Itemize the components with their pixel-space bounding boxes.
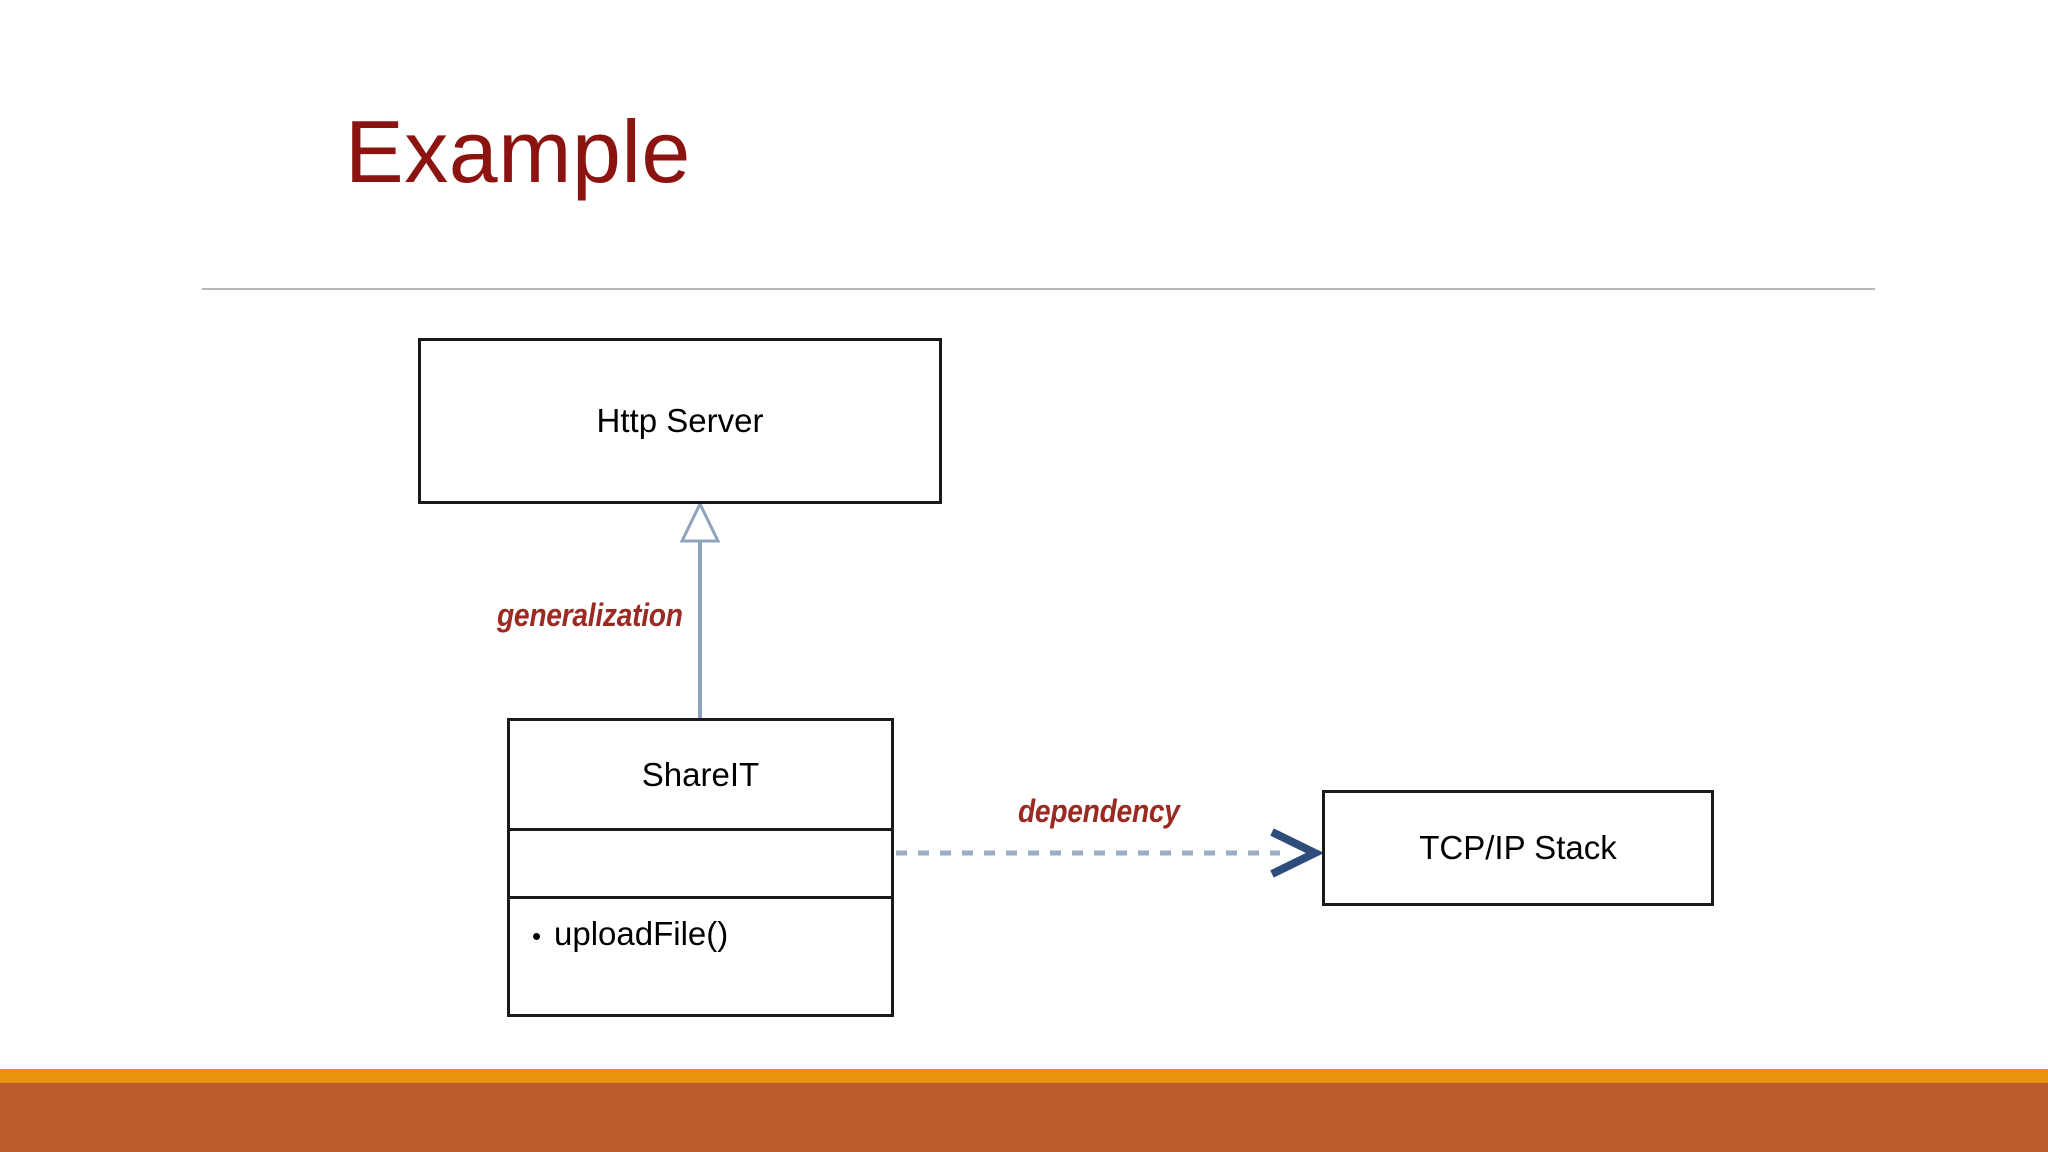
footer-accent-bar <box>0 1069 2048 1083</box>
class-operations-compartment: • uploadFile() <box>510 896 891 1014</box>
footer-bar <box>0 1083 2048 1152</box>
operation-label: uploadFile() <box>554 915 729 952</box>
generalization-connector <box>679 500 721 718</box>
class-name-http-server: Http Server <box>596 402 764 439</box>
class-attributes-compartment <box>510 828 891 896</box>
relationship-label-generalization: generalization <box>497 597 683 633</box>
class-name-tcpip-stack: TCP/IP Stack <box>1419 829 1617 866</box>
open-arrow-arrowhead <box>1270 828 1325 878</box>
bullet-icon: • <box>532 921 542 951</box>
uml-class-tcpip-stack[interactable]: TCP/IP Stack <box>1322 790 1714 906</box>
hollow-triangle-arrowhead <box>679 500 721 543</box>
class-name-shareit: ShareIT <box>641 755 760 793</box>
class-name-compartment: ShareIT <box>510 721 891 828</box>
uml-class-shareit[interactable]: ShareIT • uploadFile() <box>507 718 894 1017</box>
relationship-label-dependency: dependency <box>1018 793 1180 829</box>
page-title: Example <box>345 102 691 201</box>
title-divider <box>202 288 1875 290</box>
operation-list-item: • uploadFile() <box>532 915 891 953</box>
uml-class-http-server[interactable]: Http Server <box>418 338 942 504</box>
dependency-connector <box>896 828 1325 878</box>
